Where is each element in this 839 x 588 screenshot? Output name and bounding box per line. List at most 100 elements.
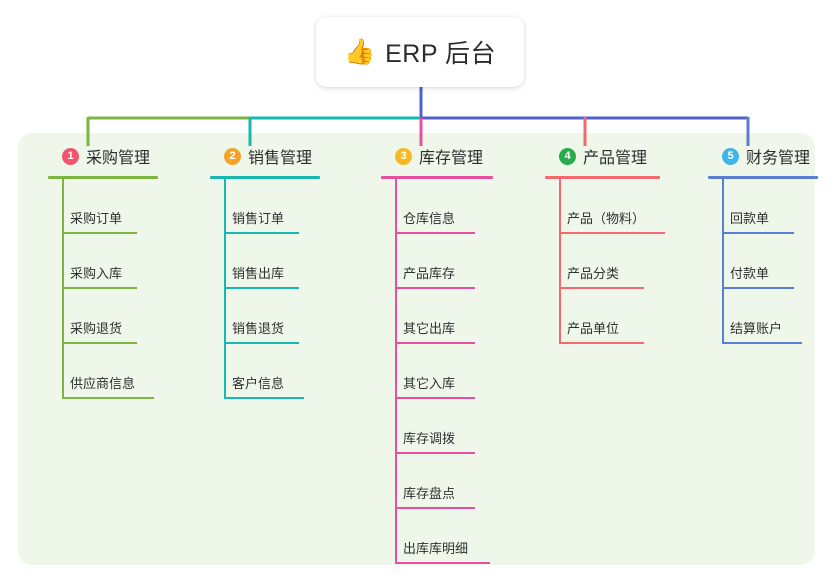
list-item-label: 采购退货 [70, 321, 123, 336]
list-item-rule [395, 232, 475, 234]
list-item-rule [395, 507, 475, 509]
column-header-4[interactable]: 4 产品管理 [537, 143, 660, 169]
list-item-label: 采购入库 [70, 266, 123, 281]
column-items-5: 回款单付款单结算账户 [700, 179, 818, 344]
list-item-label: 销售订单 [232, 211, 285, 226]
list-item-rule [62, 232, 137, 234]
list-item-label: 出库库明细 [403, 541, 469, 556]
list-item[interactable]: 产品单位 [537, 289, 660, 344]
column-badge-5: 5 [722, 147, 739, 165]
list-item-label: 客户信息 [232, 376, 285, 391]
column-badge-2: 2 [224, 147, 241, 165]
column-items-2: 销售订单销售出库销售退货客户信息 [202, 179, 320, 399]
column-rule-4 [545, 176, 660, 179]
root-node-content: 👍 ERP 后台 [344, 34, 496, 70]
column-3: 3 库存管理仓库信息产品库存其它出库其它入库库存调拨库存盘点出库库明细 [373, 143, 493, 564]
column-2: 2 销售管理销售订单销售出库销售退货客户信息 [202, 143, 320, 399]
column-badge-4: 4 [559, 147, 576, 165]
list-item[interactable]: 客户信息 [202, 344, 320, 399]
list-item-rule [224, 397, 304, 399]
list-item-label: 库存盘点 [403, 486, 456, 501]
column-5: 5 财务管理回款单付款单结算账户 [700, 143, 818, 344]
list-item-label: 其它入库 [403, 376, 456, 391]
list-item[interactable]: 产品（物料） [537, 179, 665, 234]
list-item-rule [559, 232, 665, 234]
list-item-label: 采购订单 [70, 211, 123, 226]
list-item-label: 付款单 [730, 266, 770, 281]
list-item[interactable]: 供应商信息 [40, 344, 158, 399]
list-item[interactable]: 销售退货 [202, 289, 320, 344]
list-item-label: 销售退货 [232, 321, 285, 336]
column-spine-4 [559, 179, 561, 344]
list-item[interactable]: 其它出库 [373, 289, 493, 344]
list-item[interactable]: 销售出库 [202, 234, 320, 289]
list-item-label: 仓库信息 [403, 211, 456, 226]
list-item-rule [395, 562, 490, 564]
list-item-rule [224, 232, 299, 234]
column-badge-3: 3 [395, 147, 412, 165]
list-item-label: 产品分类 [567, 266, 620, 281]
list-item[interactable]: 库存调拨 [373, 399, 493, 454]
list-item[interactable]: 销售订单 [202, 179, 320, 234]
column-title-4: 产品管理 [583, 150, 648, 167]
column-spine-5 [722, 179, 724, 344]
column-items-1: 采购订单采购入库采购退货供应商信息 [40, 179, 158, 399]
list-item[interactable]: 仓库信息 [373, 179, 493, 234]
list-item-rule [62, 397, 154, 399]
diagram-panel [18, 133, 815, 565]
list-item[interactable]: 产品分类 [537, 234, 660, 289]
list-item-label: 供应商信息 [70, 376, 136, 391]
column-title-1: 采购管理 [86, 150, 151, 167]
list-item-label: 产品库存 [403, 266, 456, 281]
list-item-rule [722, 342, 802, 344]
thumbs-up-icon: 👍 [343, 37, 376, 66]
list-item-rule [395, 342, 475, 344]
list-item[interactable]: 付款单 [700, 234, 818, 289]
list-item[interactable]: 出库库明细 [373, 509, 493, 564]
column-spine-2 [224, 179, 226, 399]
column-rule-3 [381, 176, 493, 179]
list-item[interactable]: 库存盘点 [373, 454, 493, 509]
list-item-rule [559, 342, 644, 344]
column-rule-5 [708, 176, 818, 179]
list-item-label: 库存调拨 [403, 431, 456, 446]
list-item-rule [62, 287, 137, 289]
list-item[interactable]: 产品库存 [373, 234, 493, 289]
list-item[interactable]: 采购退货 [40, 289, 158, 344]
list-item-rule [395, 452, 475, 454]
list-item-label: 产品（物料） [567, 211, 646, 226]
list-item[interactable]: 采购订单 [40, 179, 158, 234]
list-item-rule [722, 287, 794, 289]
list-item-label: 结算账户 [730, 321, 783, 336]
column-title-3: 库存管理 [419, 150, 484, 167]
list-item-rule [559, 287, 644, 289]
list-item-rule [224, 287, 299, 289]
root-node-card[interactable]: 👍 ERP 后台 [316, 17, 524, 87]
list-item-label: 销售出库 [232, 266, 285, 281]
list-item[interactable]: 结算账户 [700, 289, 818, 344]
list-item-label: 回款单 [730, 211, 770, 226]
list-item[interactable]: 采购入库 [40, 234, 158, 289]
list-item-rule [395, 287, 475, 289]
column-badge-1: 1 [62, 147, 79, 165]
column-title-2: 销售管理 [248, 150, 313, 167]
column-spine-1 [62, 179, 64, 399]
list-item-rule [395, 397, 475, 399]
column-items-4: 产品（物料） 产品分类产品单位 [537, 179, 665, 344]
list-item-rule [62, 342, 137, 344]
column-header-5[interactable]: 5 财务管理 [700, 143, 818, 169]
root-node-title: ERP 后台 [385, 40, 497, 68]
list-item[interactable]: 回款单 [700, 179, 818, 234]
list-item-label: 产品单位 [567, 321, 620, 336]
column-4: 4 产品管理产品（物料） 产品分类产品单位 [537, 143, 665, 344]
list-item-rule [224, 342, 299, 344]
column-1: 1 采购管理采购订单采购入库采购退货供应商信息 [40, 143, 158, 399]
list-item-label: 其它出库 [403, 321, 456, 336]
list-item-rule [722, 232, 794, 234]
list-item[interactable]: 其它入库 [373, 344, 493, 399]
column-header-1[interactable]: 1 采购管理 [40, 143, 158, 169]
column-header-3[interactable]: 3 库存管理 [373, 143, 493, 169]
column-header-2[interactable]: 2 销售管理 [202, 143, 320, 169]
column-rule-1 [48, 176, 158, 179]
column-title-5: 财务管理 [746, 150, 811, 167]
